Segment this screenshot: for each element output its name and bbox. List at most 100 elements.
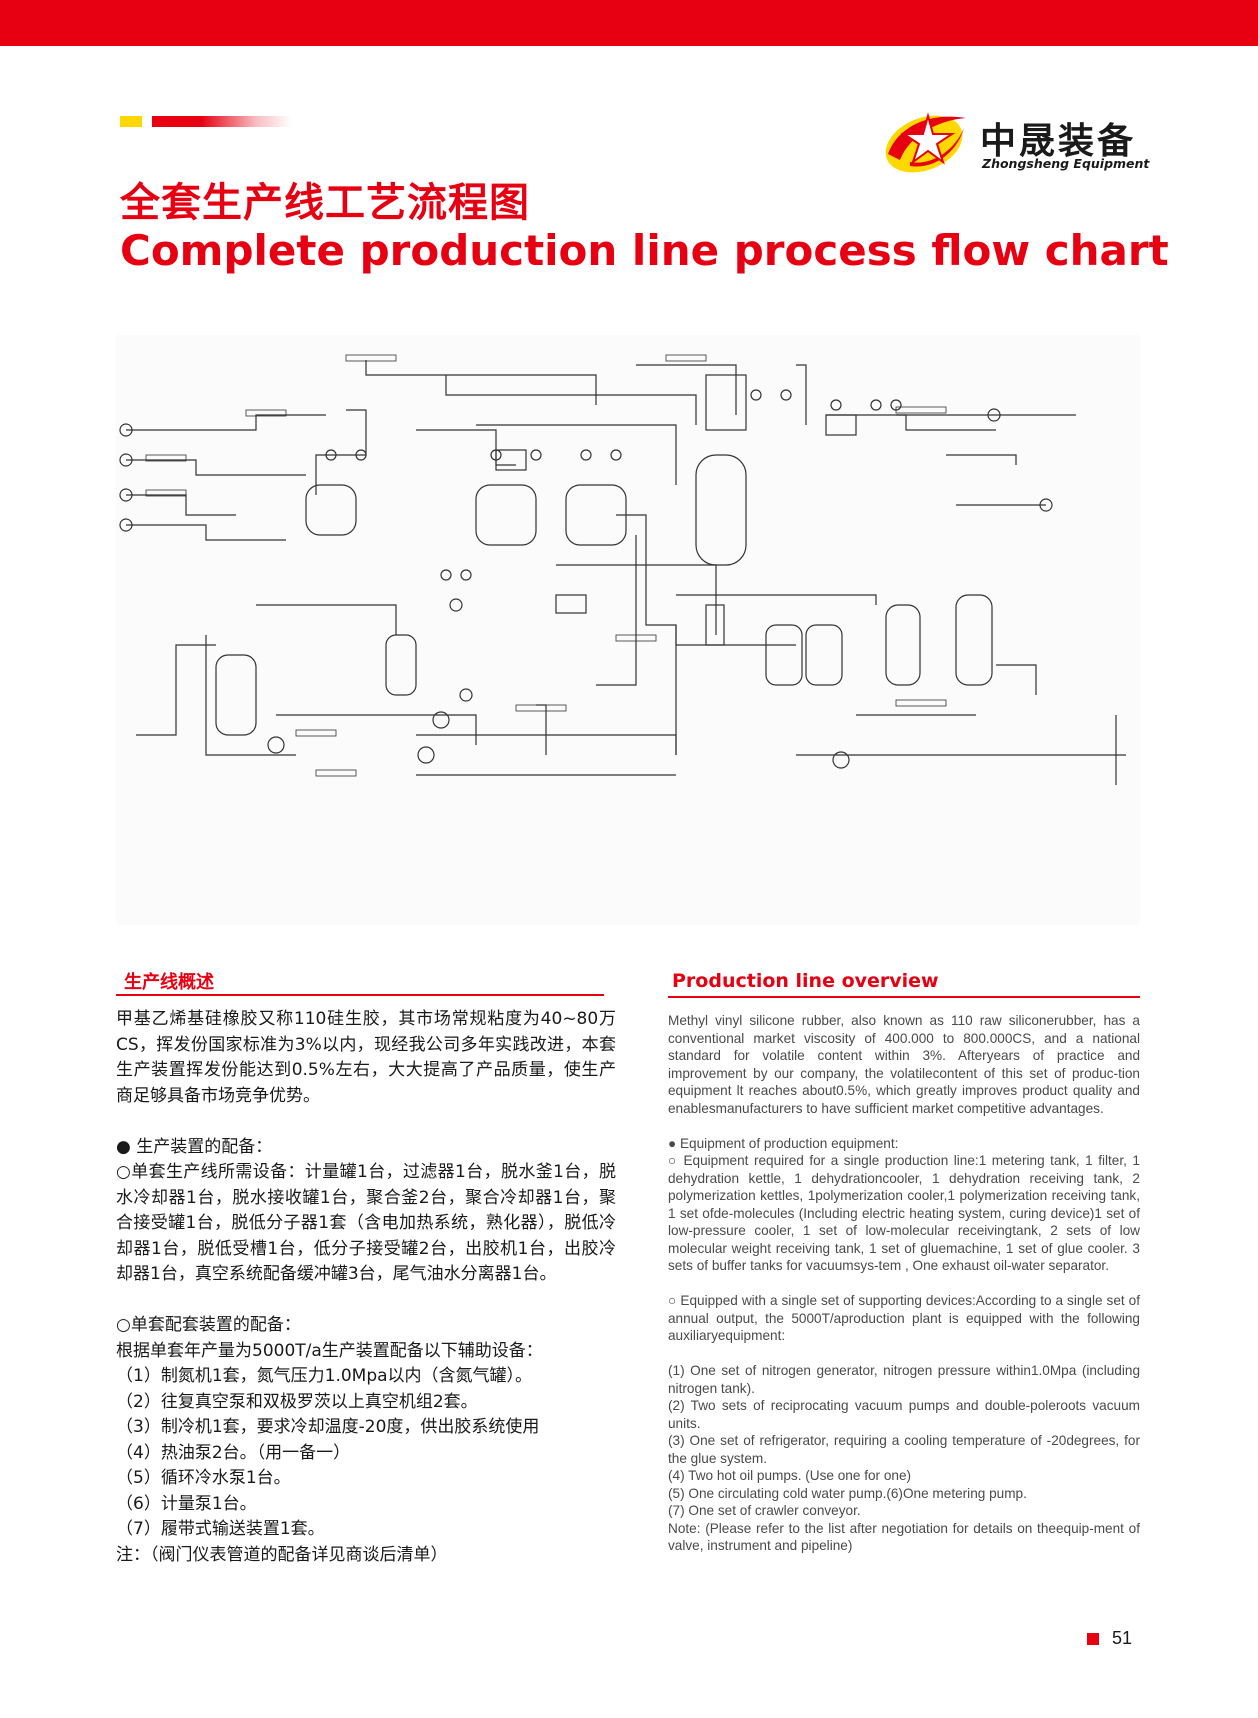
overview-heading-en: Production line overview: [672, 970, 939, 992]
buffer-tank: [885, 604, 921, 686]
note-cn: 注：（阀门仪表管道的配备详见商谈后清单）: [116, 1544, 448, 1565]
list-item: (1) One set of nitrogen generator, nitro…: [668, 1363, 1140, 1396]
polymerization-kettle: [565, 484, 627, 546]
note-en: Note: (Please refer to the list after ne…: [668, 1520, 1140, 1554]
divider-en: [668, 996, 1140, 998]
metering-tank: [215, 654, 257, 736]
instrument: [119, 518, 133, 532]
pipe-line: [126, 524, 286, 541]
pipe-line: [256, 604, 397, 635]
pipe-line: [796, 364, 807, 425]
pipe-tag: [145, 489, 187, 497]
instrument: [530, 449, 542, 461]
instrument: [460, 569, 472, 581]
list-item: （3）制冷机1套，要求冷却温度-20度，供出胶系统使用: [116, 1417, 540, 1437]
low-molecular-tank: [805, 624, 843, 686]
instrument: [459, 688, 473, 702]
buffer-tank: [955, 594, 993, 686]
list-item: (5) One circulating cold water pump.(6)O…: [668, 1485, 1027, 1501]
pipe-line: [636, 364, 737, 415]
list-item: (3) One set of refrigerator, requiring a…: [668, 1433, 1140, 1466]
page-number-marker: [1087, 1633, 1099, 1645]
pump: [832, 751, 850, 769]
pipe-line: [996, 664, 1037, 695]
pipe-line: [126, 494, 236, 516]
overview-column-en: Methyl vinyl silicone rubber, also known…: [668, 1012, 1140, 1555]
pipe-tag: [665, 354, 707, 362]
instrument: [580, 449, 592, 461]
low-molecular-tank: [765, 624, 803, 686]
receiving-tank: [705, 604, 725, 646]
pipe-line: [416, 734, 677, 755]
pipe-line: [675, 625, 796, 646]
instrument: [325, 449, 337, 461]
list-item: (7) One set of crawler conveyor.: [668, 1503, 861, 1518]
support-text-en: ○ Equipped with a single set of supporti…: [668, 1293, 1140, 1343]
pump: [432, 711, 450, 729]
top-red-bar: [0, 0, 1258, 46]
instrument: [870, 399, 882, 411]
instrument: [1039, 498, 1053, 512]
list-item: （2）往复真空泵和双极罗茨以上真空机组2套。: [116, 1391, 478, 1412]
page-title-cn: 全套生产线工艺流程图: [120, 180, 530, 226]
list-item: （6）计量泵1台。: [116, 1493, 257, 1514]
instrument: [440, 569, 452, 581]
receiving-tank: [385, 634, 417, 696]
pipe-tag: [345, 354, 397, 362]
instrument: [610, 449, 622, 461]
pump: [417, 746, 435, 764]
divider-cn: [116, 994, 604, 996]
instrument: [119, 488, 133, 502]
pipe-line: [136, 644, 216, 736]
list-item: （1）制氮机1套，氮气压力1.0Mpa以内（含氮气罐）。: [116, 1366, 533, 1386]
pipe-line: [416, 429, 516, 466]
company-logo: 中晟装备 Zhongsheng Equipment: [880, 100, 1180, 180]
list-item: （5）循环冷水泵1台。: [116, 1468, 291, 1488]
pipe-tag: [145, 454, 187, 462]
cooler: [705, 374, 747, 431]
pipe-tag: [245, 409, 287, 417]
instrument: [780, 389, 792, 401]
overview-intro-cn: 甲基乙烯基硅橡胶又称110硅生胶，其市场常规粘度为40~80万CS，挥发份国家标…: [116, 1009, 616, 1106]
support-heading-cn: ○单套配套装置的配备：: [116, 1315, 301, 1335]
pipe-line: [205, 635, 296, 756]
pipe-line: [365, 360, 597, 405]
de-molecule-tower: [695, 454, 747, 566]
pipe-line: [676, 594, 877, 605]
overview-intro-en: Methyl vinyl silicone rubber, also known…: [668, 1013, 1140, 1116]
process-flow-diagram: [116, 335, 1140, 925]
instrument: [119, 423, 133, 437]
yellow-accent-bar: [120, 116, 142, 127]
equipment-heading-en: ● Equipment of production equipment:: [668, 1135, 899, 1151]
pipe-line: [476, 424, 677, 485]
equipment-heading-cn: ● 生产装置的配备：: [116, 1136, 273, 1157]
pipe-line: [596, 535, 637, 686]
instrument: [355, 449, 367, 461]
overview-column-cn: 甲基乙烯基硅橡胶又称110硅生胶，其市场常规粘度为40~80万CS，挥发份国家标…: [116, 1007, 616, 1568]
pump: [267, 736, 285, 754]
logo-name-cn: 中晟装备: [980, 121, 1137, 162]
equipment-text-en: ○ Equipment required for a single produc…: [668, 1153, 1140, 1273]
pipe-line: [445, 375, 697, 425]
list-item: （7）履带式输送装置1套。: [116, 1519, 325, 1539]
pipe-line: [315, 409, 367, 495]
cooler: [825, 414, 857, 436]
list-item: （4）热油泵2台。（用一备一）: [116, 1442, 351, 1463]
instrument: [750, 389, 762, 401]
red-gradient-accent-bar: [152, 116, 292, 127]
list-item: (2) Two sets of reciprocating vacuum pum…: [668, 1398, 1140, 1431]
equipment-text-cn: ○单套生产线所需设备：计量罐1台，过滤器1台，脱水釜1台，脱水冷却器1台，脱水接…: [116, 1162, 616, 1284]
list-item: (4) Two hot oil pumps. (Use one for one): [668, 1468, 912, 1483]
filter: [555, 594, 587, 614]
pipe-tag: [315, 769, 357, 777]
instrument: [490, 449, 502, 461]
pipe-line: [126, 459, 306, 476]
pipe-tag: [515, 704, 567, 712]
page-title-en: Complete production line process flow ch…: [120, 226, 1169, 275]
instrument: [119, 453, 133, 467]
instrument: [987, 408, 1001, 422]
star-swoosh-logo-icon: [885, 112, 966, 173]
pipe-tag: [615, 634, 657, 642]
pipe-line: [536, 704, 547, 755]
dehydration-kettle: [305, 484, 357, 536]
